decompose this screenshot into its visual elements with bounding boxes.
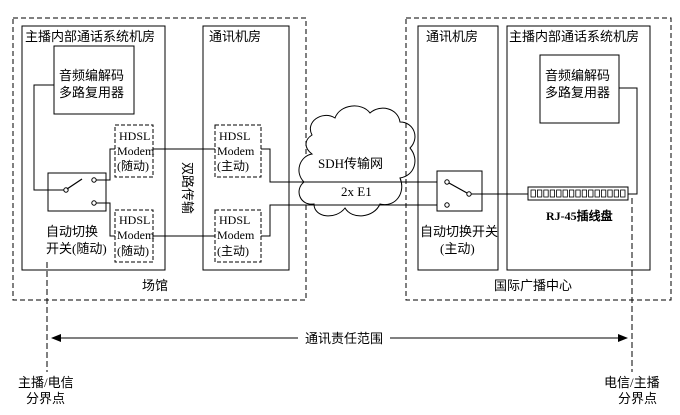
e1-link-label: 2x E1	[341, 184, 372, 199]
venue-codec-to-switch-line	[33, 84, 54, 191]
responsibility-label-bg	[298, 326, 390, 348]
venue-comm-modem-bottom-l2: Modem	[217, 228, 255, 242]
venue-comm-room-title: 通讯机房	[209, 29, 261, 44]
rj45-port	[607, 189, 613, 198]
wan-link-top	[261, 148, 437, 183]
venue-outer-label: 场馆	[142, 278, 168, 293]
venue-switch-contact-top	[91, 177, 97, 183]
rj45-port	[594, 189, 600, 198]
left-boundary-label-2: 分界点	[26, 391, 65, 406]
ibc-comm-room	[417, 25, 499, 271]
rj45-port	[562, 189, 568, 198]
ibc-comm-room-title: 通讯机房	[426, 29, 478, 44]
venue-outer-boundary	[12, 17, 307, 301]
rj45-port	[613, 189, 620, 198]
rj45-port	[537, 189, 543, 198]
venue-modem-top-l1: HDSL	[119, 129, 150, 143]
venue-modem-top	[114, 124, 154, 178]
venue-comm-modem-bottom-l1: HDSL	[219, 213, 250, 227]
venue-modem-bottom-l2: Modem	[117, 228, 155, 242]
venue-switch-to-modem-top	[106, 148, 115, 181]
venue-switch-label-2: 开关(随动)	[46, 241, 107, 256]
venue-switch-label-1: 自动切换	[46, 224, 98, 239]
venue-modem-top-l3: (随动)	[117, 158, 149, 173]
venue-modem-bottom-l1: HDSL	[119, 213, 150, 227]
ibc-switch-pivot	[466, 191, 472, 197]
ibc-switch-blade	[448, 182, 468, 194]
rj45-patch-panel	[527, 186, 629, 201]
right-boundary-label-2: 分界点	[618, 391, 657, 406]
right-boundary-label-1: 电信/主播	[604, 375, 660, 390]
ibc-switch-contact-bottom	[444, 202, 450, 208]
venue-comm-modem-top-l3: (主动)	[217, 159, 249, 173]
venue-comm-modem-top	[214, 124, 262, 178]
venue-comm-room	[202, 25, 290, 271]
venue-comm-modem-top-l1: HDSL	[219, 129, 250, 143]
ibc-codec-to-panel-line	[619, 87, 638, 195]
rj45-port	[556, 189, 562, 198]
wan-link-bottom	[261, 204, 437, 237]
rj45-port	[530, 189, 536, 198]
ibc-codec-label-2: 多路复用器	[545, 85, 610, 100]
venue-codec-label-2: 多路复用器	[59, 85, 124, 100]
rj45-port	[549, 189, 556, 198]
sdh-cloud-label: SDH传输网	[318, 156, 383, 171]
responsibility-label: 通讯责任范围	[305, 331, 383, 346]
venue-modem-bottom-l3: (随动)	[117, 243, 149, 258]
venue-switch-contact-bottom	[91, 200, 97, 206]
venue-switch-blade	[66, 178, 83, 190]
venue-modem-top-l2: Modem	[117, 144, 155, 158]
venue-auto-switch	[47, 172, 107, 212]
ibc-broadcast-room	[506, 25, 651, 271]
ibc-broadcast-room-title: 主播内部通话系统机房	[509, 29, 639, 44]
sdh-cloud	[298, 105, 416, 217]
venue-broadcast-room	[21, 25, 166, 271]
ibc-switch-label-1: 自动切换开关	[420, 224, 498, 239]
patch-panel-label: RJ-45插线盘	[546, 208, 613, 223]
ibc-auto-switch	[436, 170, 483, 212]
venue-comm-modem-top-l2: Modem	[217, 144, 255, 158]
rj45-port	[601, 189, 607, 198]
venue-comm-modem-bottom-l3: (主动)	[217, 244, 249, 258]
ibc-codec-label-1: 音频编解码	[545, 68, 610, 83]
rj45-port	[588, 189, 594, 198]
rj45-port	[620, 189, 626, 198]
ibc-outer-label: 国际广播中心	[494, 278, 572, 293]
venue-codec-label-1: 音频编解码	[59, 68, 124, 83]
rj45-port	[569, 189, 575, 198]
rj45-port	[575, 189, 581, 198]
rj45-port	[581, 189, 588, 198]
left-boundary-label-1: 主播/电信	[18, 375, 74, 390]
venue-dual-route-label: 双路传输	[180, 162, 195, 214]
venue-switch-to-modem-bottom	[106, 202, 115, 237]
venue-broadcast-room-title: 主播内部通话系统机房	[25, 29, 155, 44]
rj45-port	[543, 189, 549, 198]
ibc-codec-box	[539, 54, 620, 124]
ibc-outer-boundary	[405, 17, 672, 301]
venue-codec-box	[53, 45, 135, 115]
ibc-switch-label-2: (主动)	[440, 241, 475, 256]
ibc-switch-contact-top	[444, 179, 450, 185]
